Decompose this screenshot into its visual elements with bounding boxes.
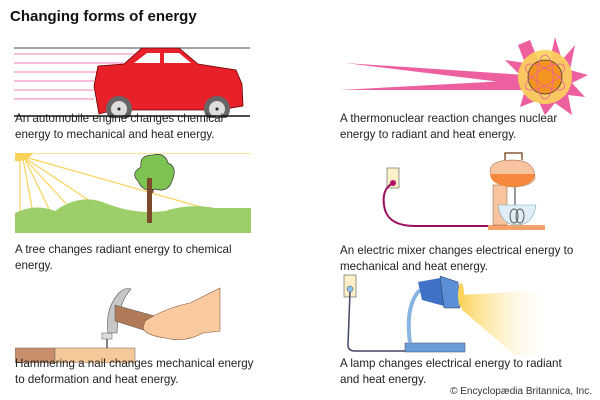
mixer-illustration bbox=[382, 152, 545, 230]
page-title: Changing forms of energy bbox=[10, 8, 197, 25]
tree-illustration bbox=[15, 153, 251, 233]
lamp-caption: A lamp changes electrical energy to radi… bbox=[340, 357, 562, 386]
thermonuclear-caption: A thermonuclear reaction changes nuclear… bbox=[340, 112, 558, 141]
copyright: © Encyclopædia Britannica, Inc. bbox=[450, 386, 592, 397]
automobile-caption: An automobile engine changes chemical en… bbox=[15, 112, 224, 141]
hammer-caption: Hammering a nail changes mechanical ener… bbox=[15, 357, 254, 386]
thermonuclear-illustration bbox=[340, 37, 588, 115]
mixer-caption: An electric mixer changes electrical ene… bbox=[340, 244, 574, 273]
automobile-illustration bbox=[14, 47, 250, 118]
hammer-illustration bbox=[15, 287, 221, 363]
tree-caption: A tree changes radiant energy to chemica… bbox=[15, 243, 232, 272]
lamp-illustration bbox=[343, 274, 555, 355]
